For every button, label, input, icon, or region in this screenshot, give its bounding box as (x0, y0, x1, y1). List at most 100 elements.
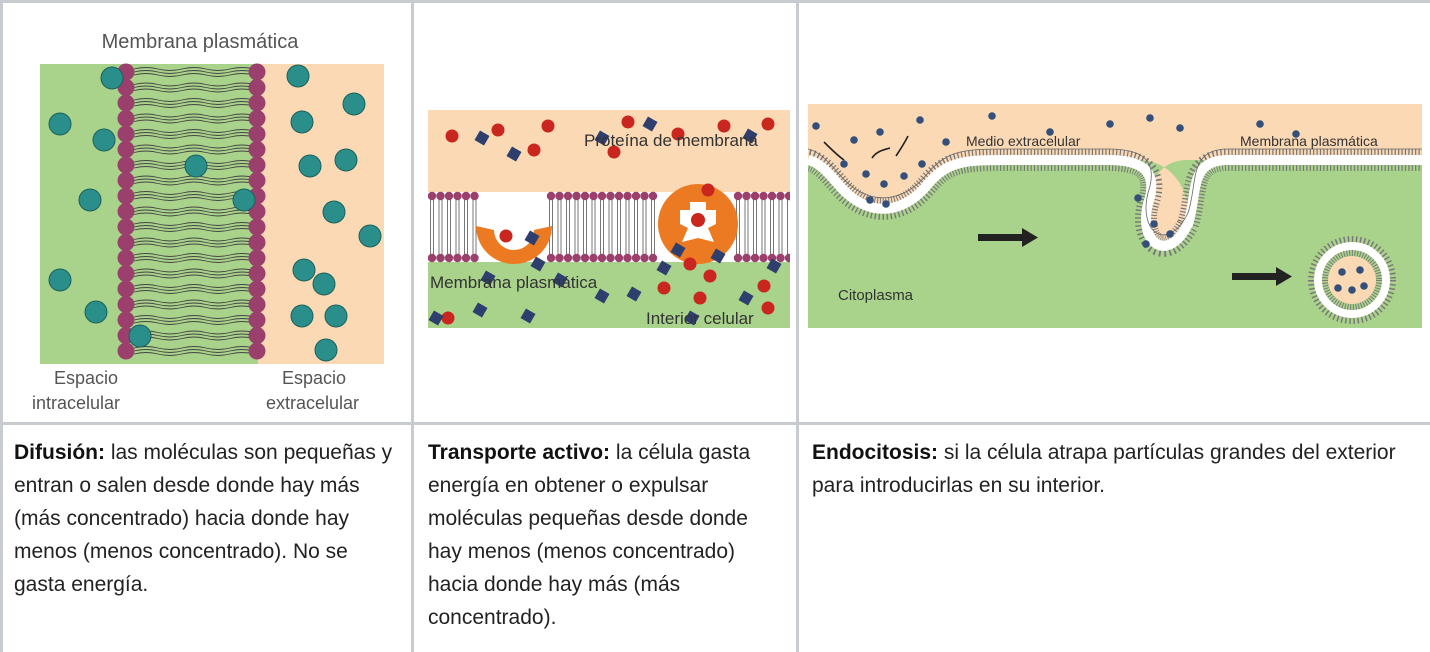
active-transport-caption: Transporte activo: la célula gasta energ… (428, 436, 778, 634)
blue-molecule (530, 256, 546, 272)
phospholipid-head (546, 191, 556, 201)
molecule (184, 154, 208, 178)
plasma-membrane (808, 148, 1422, 257)
lipid-tail (133, 349, 255, 353)
phospholipid-head (742, 191, 751, 201)
molecule (232, 188, 256, 212)
interior-label: Interior celular (646, 309, 754, 328)
particle (1142, 240, 1150, 248)
particle (1360, 282, 1368, 290)
blue-molecule (656, 260, 672, 276)
molecule (314, 338, 338, 362)
phospholipid-head (742, 253, 751, 263)
phospholipid-head (648, 191, 658, 201)
phospholipid-head (631, 191, 641, 201)
red-molecule (703, 269, 717, 283)
phospholipid-head (631, 253, 641, 263)
lipid-tail (133, 144, 255, 149)
blue-molecule (506, 146, 522, 162)
phospholipid-head (248, 156, 266, 174)
border-row (0, 422, 1430, 425)
diffusion-title: Membrana plasmática (102, 31, 300, 53)
phospholipid-head (444, 253, 454, 263)
phospholipid-head (606, 191, 615, 201)
molecule (128, 324, 152, 348)
particle (1046, 128, 1054, 136)
phospholipid-head (733, 253, 743, 263)
border-col-1 (411, 0, 414, 652)
phospholipid-head (546, 253, 556, 263)
molecule (290, 110, 314, 134)
extracellular-label-2: extracelular (266, 393, 359, 413)
extracellular-region (808, 104, 1422, 244)
phospholipid-head (117, 172, 135, 189)
red-molecule (621, 115, 635, 129)
lipid-tail (133, 274, 255, 279)
lipid-tail (133, 243, 255, 248)
blue-molecule (766, 258, 782, 274)
particle (1256, 120, 1264, 128)
border-top (0, 0, 1430, 3)
particle (812, 122, 820, 130)
phospholipid-head (117, 280, 135, 298)
blue-molecule (710, 248, 726, 264)
phospholipid-head (428, 253, 437, 263)
phospholipid-head (461, 253, 471, 263)
lipid-tail (133, 259, 255, 263)
molecule (286, 64, 310, 88)
inflow-arrows-icon (823, 135, 909, 161)
red-molecule (717, 119, 731, 133)
lipid-tail (133, 336, 255, 341)
particle (840, 160, 848, 168)
phospholipid-head (555, 191, 564, 201)
phospholipid-head (784, 253, 790, 263)
particle (1356, 266, 1364, 274)
phospholipid-head (117, 296, 135, 313)
particle (1348, 286, 1356, 294)
particle (850, 136, 858, 144)
intracellular-label-1: Espacio (54, 368, 118, 388)
phospholipid-head (589, 191, 598, 201)
lipid-tail (133, 147, 255, 152)
phospholipid-head (248, 249, 266, 267)
blue-molecule (642, 116, 658, 132)
phospholipid-head (597, 191, 607, 201)
particle (918, 160, 926, 168)
particle (882, 200, 890, 208)
diffusion-caption: Difusión: las moléculas son pequeñas y e… (14, 436, 394, 601)
phospholipid-head (248, 311, 266, 329)
endocytosis-caption-title: Endocitosis: (812, 441, 939, 464)
membrane-label: Membrana plasmática (1240, 133, 1378, 149)
molecule (298, 154, 322, 178)
particle (988, 112, 996, 120)
molecule (324, 304, 348, 328)
particle (1338, 268, 1346, 276)
phospholipid-head (117, 94, 135, 112)
lipid-tail (133, 228, 255, 232)
phospholipid-head (623, 191, 632, 201)
red-molecule (761, 301, 775, 315)
lipid-tail (133, 101, 255, 105)
diffusion-caption-body: las moléculas son pequeñas y entran o sa… (14, 441, 393, 596)
lipid-tail (133, 284, 255, 288)
phospholipid-head (117, 156, 135, 174)
phospholipid-head (453, 191, 462, 201)
phospholipid-head (470, 191, 479, 201)
lipid-tail (133, 222, 255, 226)
medium-label: Medio extracelular (966, 133, 1081, 149)
blue-molecule (738, 290, 754, 306)
membrane-label: Membrana plasmática (430, 273, 598, 292)
lipid-tail (133, 305, 255, 310)
lipid-tail (133, 150, 255, 155)
phospholipid-head (563, 253, 573, 263)
particle (1334, 284, 1342, 292)
molecule (100, 66, 124, 90)
phospholipid-head (555, 253, 564, 263)
lipid-tail (133, 268, 255, 273)
border-col-2 (796, 0, 799, 652)
phospholipid-head (117, 234, 135, 251)
lipid-tail (133, 70, 255, 74)
blue-molecule (474, 130, 490, 146)
molecule (78, 188, 102, 212)
phospholipid-head (248, 218, 266, 236)
